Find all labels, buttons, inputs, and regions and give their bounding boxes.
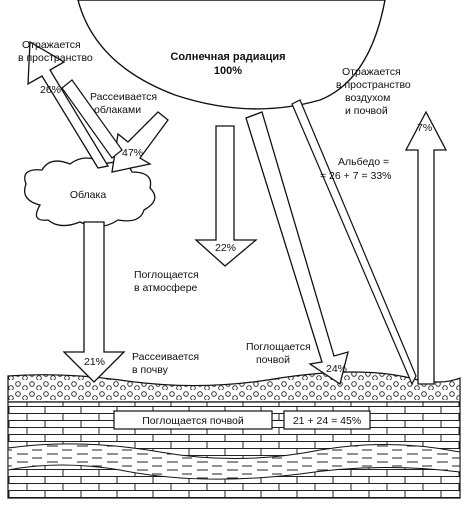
- label-albedo-1: Альбедо =: [338, 156, 389, 168]
- arrow-scattered-soil: [62, 221, 126, 383]
- percent-22: 22%: [215, 242, 236, 254]
- arrow-sun-to-cloud: [61, 79, 123, 159]
- sediment-layer: [7, 443, 461, 480]
- title-text: Солнечная радиация: [170, 51, 285, 63]
- sum-box: [283, 410, 371, 430]
- label-absorbed-atm-1: Поглощается: [134, 269, 199, 281]
- percent-7: 7%: [417, 122, 432, 134]
- cloud-shape: [23, 157, 156, 228]
- label-absorbed-soil-1: Поглощается: [246, 341, 311, 353]
- absorbed-soil-box: [113, 410, 273, 430]
- label-reflected-air-3: воздухом: [345, 92, 390, 104]
- label-reflected-space-1: Отражается: [22, 39, 81, 51]
- percent-26: 26%: [40, 84, 61, 96]
- label-clouds: Облака: [70, 189, 107, 201]
- percent-24: 24%: [326, 363, 347, 375]
- label-reflected-air-2: в пространство: [336, 79, 411, 91]
- arrow-sun-to-ground-thin: [291, 99, 417, 386]
- ground: [7, 371, 461, 499]
- label-scattered-soil-1: Рассеивается: [132, 351, 199, 363]
- percent-47: 47%: [122, 147, 143, 159]
- label-reflected-air-4: и почвой: [345, 105, 388, 117]
- arrow-reflected-clouds: [27, 40, 110, 169]
- arrow-absorbed-soil: [245, 111, 349, 386]
- sun-shape: [77, 0, 386, 110]
- label-reflected-space-2: в пространство: [18, 52, 93, 64]
- label-absorbed-atm-2: в атмосфере: [134, 282, 198, 294]
- percent-21: 21%: [84, 356, 105, 368]
- label-reflected-air-1: Отражается: [342, 66, 401, 78]
- title-value-text: 100%: [214, 65, 242, 77]
- arrow-reflected-air: [404, 110, 448, 385]
- label-scattered-clouds-2: облаками: [94, 104, 141, 116]
- arrow-scattered-clouds: [111, 111, 169, 173]
- label-albedo-2: = 26 + 7 = 33%: [320, 170, 392, 182]
- label-scattered-clouds-1: Рассеивается: [90, 91, 157, 103]
- topsoil-layer: [7, 371, 461, 403]
- sum-box-text: 21 + 24 = 45%: [293, 415, 361, 427]
- label-scattered-soil-2: в почву: [132, 364, 169, 376]
- absorbed-soil-box-text: Поглощается почвой: [142, 415, 244, 427]
- label-absorbed-soil-2: почвой: [256, 354, 290, 366]
- arrow-absorbed-atmosphere: [194, 125, 258, 267]
